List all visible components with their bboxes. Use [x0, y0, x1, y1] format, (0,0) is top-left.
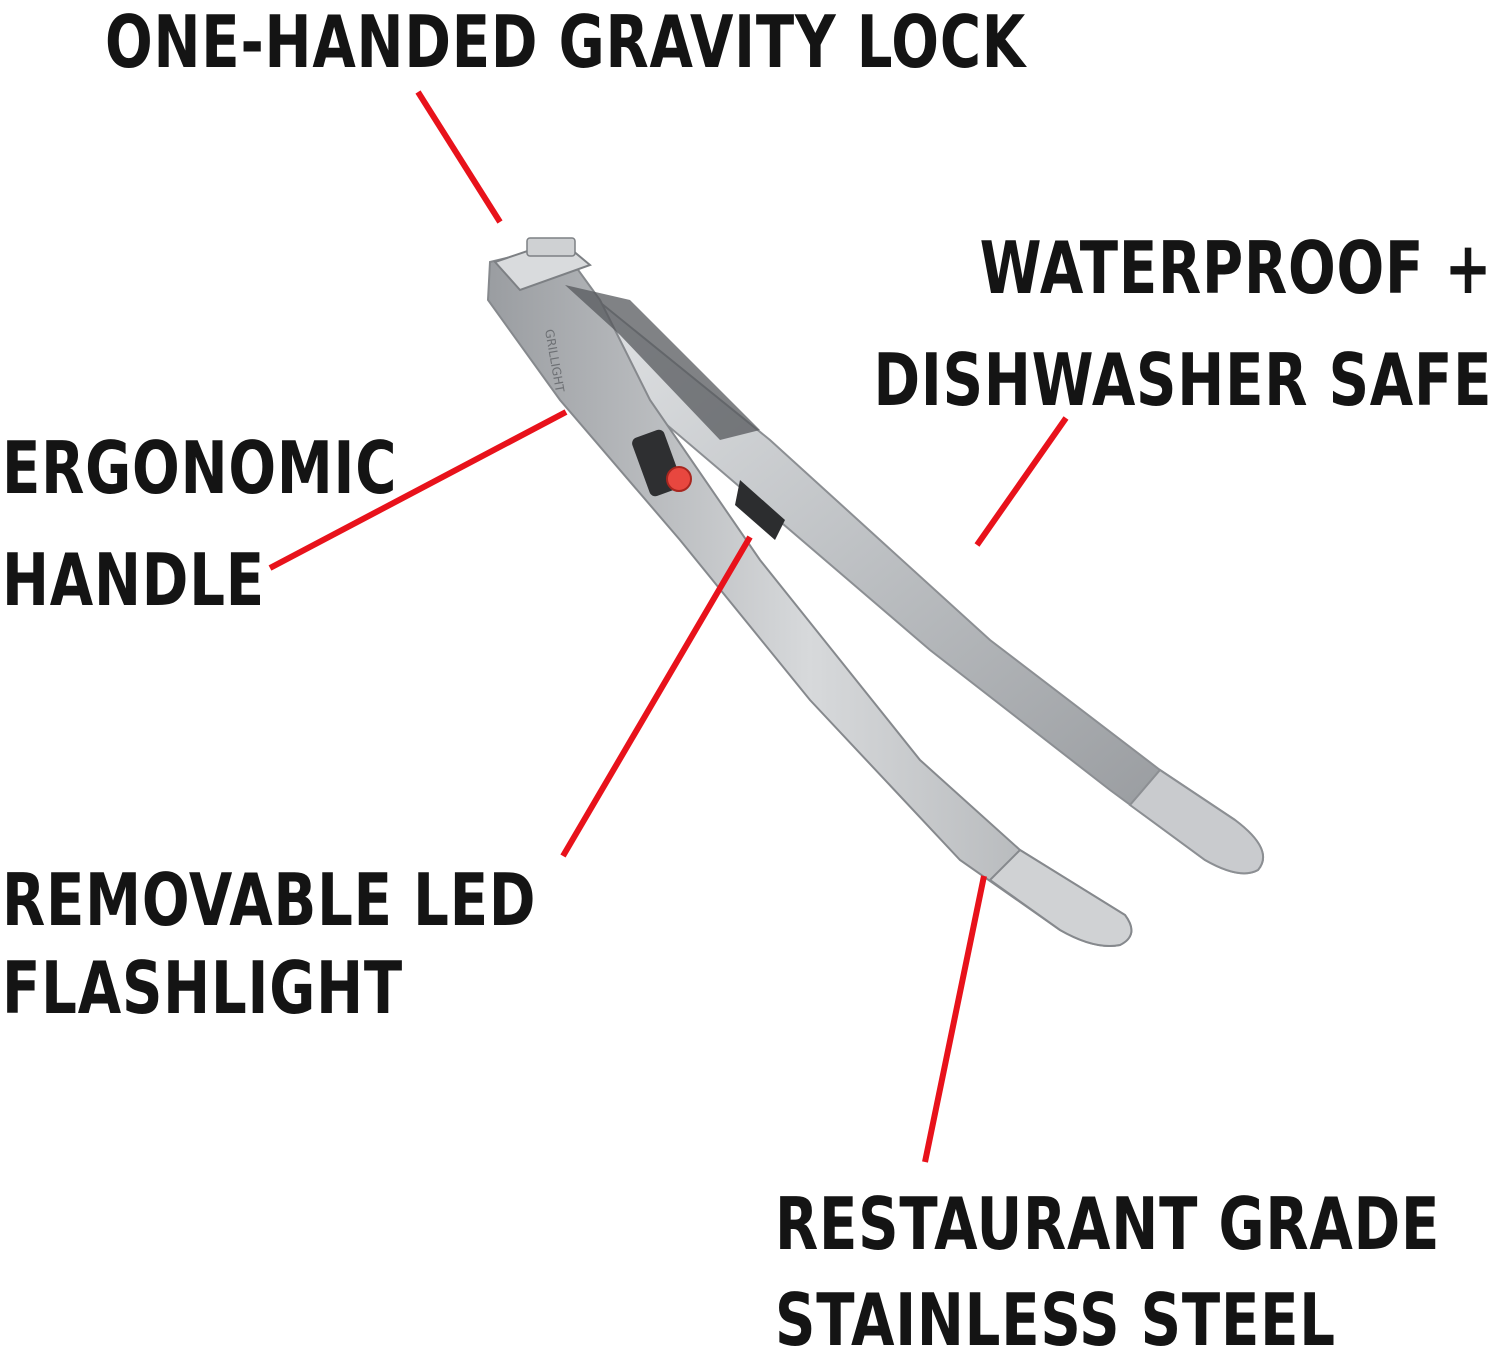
callout-line-ergonomic — [268, 409, 568, 571]
gravity-lock-label: ONE-HANDED GRAVITY LOCK — [105, 0, 1026, 84]
callout-line-flashlight — [560, 535, 753, 858]
waterproof-line-2: DISHWASHER SAFE — [873, 338, 1492, 422]
callout-lines — [268, 90, 1069, 1163]
ergonomic-label: ERGONOMIC HANDLE — [2, 412, 397, 636]
ergonomic-line-1: ERGONOMIC — [2, 426, 398, 510]
stainless-steel-line-2: STAINLESS STEEL — [775, 1278, 1336, 1362]
stainless-steel-label: RESTAURANT GRADE STAINLESS STEEL — [775, 1176, 1440, 1368]
flashlight-line-2: FLASHLIGHT — [2, 946, 403, 1030]
flashlight-label: REMOVABLE LED FLASHLIGHT — [2, 856, 536, 1032]
flashlight-button — [666, 466, 692, 492]
ergonomic-line-2: HANDLE — [2, 538, 265, 622]
waterproof-line-1: WATERPROOF + — [979, 226, 1492, 310]
stainless-steel-line-1: RESTAURANT GRADE — [775, 1182, 1441, 1266]
callout-line-waterproof — [974, 416, 1069, 547]
callout-line-gravity-lock — [415, 90, 503, 224]
waterproof-label: WATERPROOF + DISHWASHER SAFE — [873, 212, 1492, 436]
tong-arm-left — [486, 237, 1133, 947]
gravity-lock-text: ONE-HANDED GRAVITY LOCK — [105, 0, 1027, 84]
flashlight-line-1: REMOVABLE LED — [2, 858, 537, 942]
callout-line-steel — [922, 875, 987, 1163]
